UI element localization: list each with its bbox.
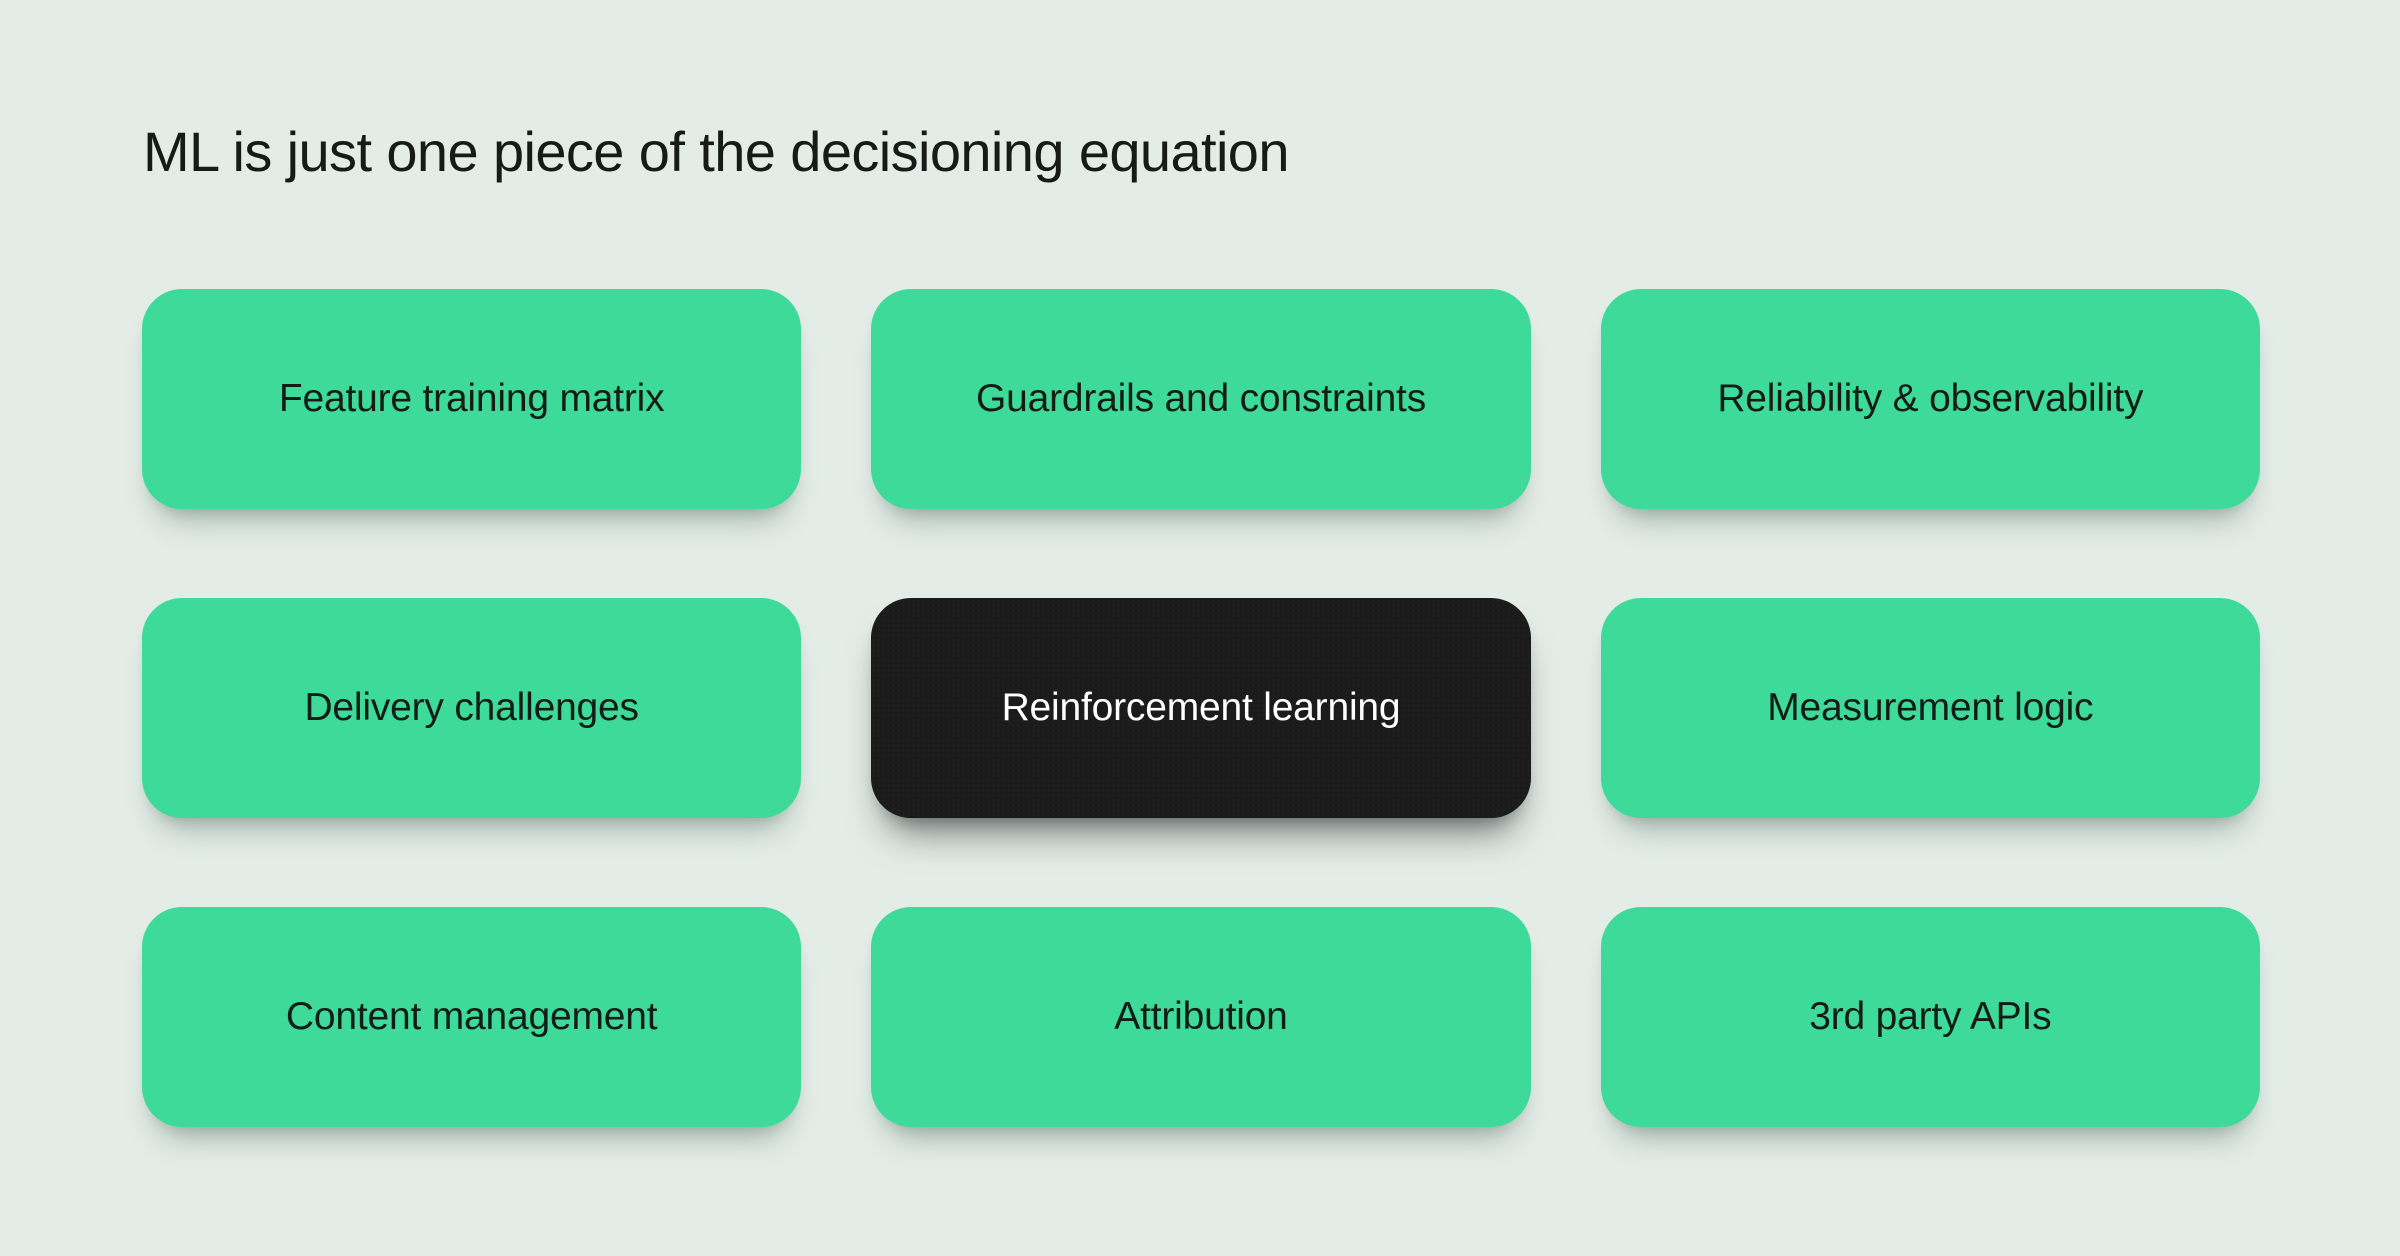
card-reinforcement-learning: Reinforcement learning (871, 598, 1531, 818)
card-label: Content management (285, 995, 658, 1038)
card-3rd-party-apis: 3rd party APIs (1600, 907, 2260, 1127)
card-label: 3rd party APIs (1809, 995, 2052, 1038)
card-label: Measurement logic (1767, 686, 2094, 729)
card-label: Reliability & observability (1717, 377, 2144, 420)
card-delivery-challenges: Delivery challenges (142, 598, 802, 818)
card-content-management: Content management (142, 907, 802, 1127)
card-reliability-observability: Reliability & observability (1600, 289, 2260, 509)
card-label: Guardrails and constraints (975, 377, 1426, 420)
card-label: Feature training matrix (278, 377, 665, 420)
card-label: Reinforcement learning (1001, 686, 1401, 729)
card-guardrails-and-constraints: Guardrails and constraints (871, 289, 1531, 509)
slide-title: ML is just one piece of the decisioning … (143, 120, 1289, 183)
card-label: Attribution (1114, 995, 1288, 1038)
card-attribution: Attribution (871, 907, 1531, 1127)
card-label: Delivery challenges (304, 686, 639, 729)
card-grid: Feature training matrix Guardrails and c… (142, 289, 2260, 1127)
card-measurement-logic: Measurement logic (1600, 598, 2260, 818)
card-feature-training-matrix: Feature training matrix (142, 289, 802, 509)
